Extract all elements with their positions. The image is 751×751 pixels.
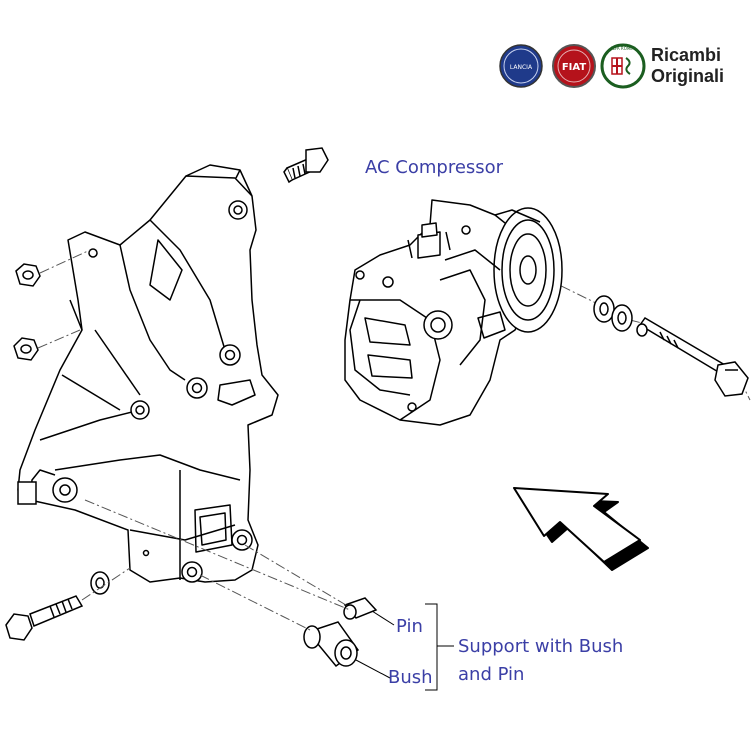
support-label-line1: Support with Bush (458, 636, 624, 657)
compressor-washers (593, 295, 633, 332)
top-bolt (283, 147, 329, 184)
ac-compressor (344, 199, 563, 426)
hex-nut-2 (13, 337, 39, 361)
hex-nut (15, 263, 41, 287)
alfa-romeo-logo: ALFA ROMEO (600, 43, 646, 89)
ac-compressor-label: AC Compressor (365, 157, 504, 178)
long-bolt (636, 317, 749, 397)
bush-part (303, 621, 360, 668)
fiat-logo: FIAT (552, 44, 596, 88)
lancia-logo: LANCIA (499, 44, 543, 88)
direction-arrow (513, 487, 649, 571)
leader-lines (355, 603, 454, 691)
brand-logos: LANCIA FIAT ALFA ROMEO (499, 43, 646, 89)
support-label-line2: and Pin (458, 664, 525, 685)
brand-text-line1: Ricambi (651, 45, 722, 65)
bracket-bosses (17, 200, 253, 583)
pin-part (343, 597, 378, 620)
pin-label: Pin (396, 616, 423, 637)
lancia-logo-text: LANCIA (510, 64, 533, 71)
alfa-romeo-logo-text: ALFA ROMEO (610, 46, 636, 51)
fiat-logo-text: FIAT (562, 62, 587, 73)
brand-text-line2: Originali (651, 66, 725, 86)
bottom-bolt (5, 571, 110, 641)
mounting-bracket (17, 164, 279, 583)
bush-label: Bush (388, 667, 433, 688)
